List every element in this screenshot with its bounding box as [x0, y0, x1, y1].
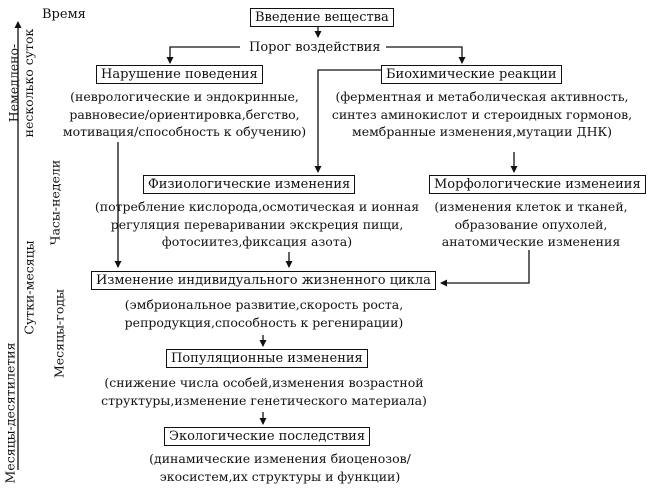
- desc-behavior-line: (неврологические и эндокринные,: [70, 89, 299, 104]
- arrow-threshold-behavior: [166, 46, 240, 64]
- time-axis-title: Время: [42, 7, 86, 22]
- desc-biochem-line: мембранные изменения,мутации ДНК): [351, 124, 613, 139]
- desc-morpho-line: анатомические изменения: [441, 234, 621, 249]
- desc-ecology-line: экосистем,их структуры и функции): [159, 468, 401, 484]
- desc-morpho-line: (изменения клеток и тканей,: [434, 199, 628, 214]
- arrow-threshold-biochem: [386, 46, 466, 64]
- node-substance: Введение вещества: [250, 8, 394, 27]
- desc-lifecycle-line: (эмбриональное развитие,скорость роста,: [124, 297, 404, 312]
- time-label-months-decades: Месяцы-десятилетия: [2, 342, 18, 484]
- desc-morpho: (изменения клеток и тканей, образование …: [424, 198, 638, 251]
- desc-morpho-line: образование опухолей,: [454, 216, 608, 232]
- desc-ecology-line: (динамические изменения биоценозов/: [149, 451, 411, 466]
- node-threshold: Порог воздействия: [249, 40, 381, 55]
- desc-lifecycle: (эмбриональное развитие,скорость роста, …: [104, 296, 424, 331]
- desc-physio: (потребление кислорода,осмотическая и ио…: [92, 198, 422, 251]
- desc-population: (снижение числа особей,изменения возраст…: [88, 374, 440, 409]
- desc-physio-line: (потребление кислорода,осмотическая и ио…: [94, 199, 420, 214]
- desc-biochem-line: (ферментная и метаболическая активность,: [335, 89, 629, 104]
- arrow-morpho-lifecycle: [440, 250, 530, 287]
- node-lifecycle: Изменение индивидуального жизненного цик…: [91, 271, 436, 290]
- node-population: Популяционные изменения: [166, 349, 368, 368]
- node-morpho: Морфологические изменеиия: [429, 175, 646, 194]
- desc-physio-line: регуляция переваривании экскреция пищи,: [110, 216, 404, 232]
- node-biochem: Биохимические реакции: [381, 65, 562, 84]
- desc-behavior-line: мотивация/способность к обучению): [62, 124, 307, 139]
- time-label-immediate-line1: Немедлено-: [6, 43, 21, 123]
- arrow-biochem-physio: [314, 69, 383, 173]
- time-label-days-months: Сутки-месяцы: [21, 240, 37, 335]
- desc-population-line: структуры,изменение генетического матери…: [101, 392, 427, 408]
- desc-physio-line: фотосиитез,фиксация азота): [161, 234, 353, 249]
- node-ecology: Экологические последствия: [164, 427, 371, 446]
- desc-population-line: (снижение числа особей,изменения возраст…: [104, 375, 424, 390]
- time-label-immediate-line2: несколько суток: [21, 28, 36, 138]
- desc-biochem-line: синтез аминокислот и стероидных гормонов…: [331, 106, 633, 122]
- desc-lifecycle-line: репродукция,способность к регенирации): [124, 314, 404, 330]
- desc-ecology: (динамические изменения биоценозов/ экос…: [130, 450, 430, 485]
- node-physio: Физиологические изменения: [143, 175, 356, 194]
- node-behavior: Нарушение поведения: [96, 65, 263, 84]
- time-label-hours-weeks: Часы-недели: [47, 159, 63, 246]
- desc-behavior: (неврологические и эндокринные, равновес…: [52, 88, 317, 141]
- time-label-immediate: Немедлено- несколько суток: [6, 18, 36, 148]
- time-label-months-years: Месяцы-годы: [51, 289, 67, 379]
- desc-behavior-line: равновесие/ориентировка,бегство,: [69, 106, 300, 122]
- desc-biochem: (ферментная и метаболическая активность,…: [318, 88, 646, 141]
